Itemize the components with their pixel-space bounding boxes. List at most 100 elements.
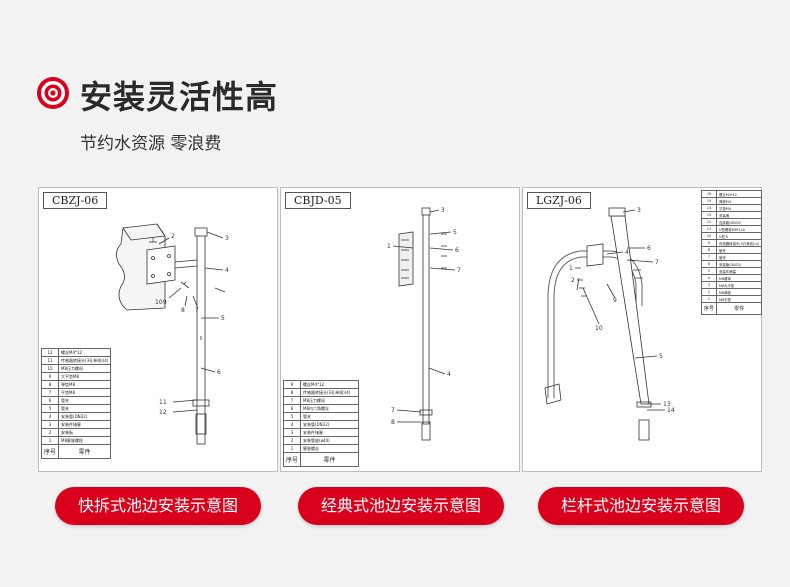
part-number: 5 <box>700 267 718 275</box>
part-name: 安装件堵塞 <box>300 428 359 437</box>
part-number: 13 <box>700 211 718 219</box>
part-name: M8内六角螺丝 <box>300 404 359 413</box>
callout-label: 4 <box>625 249 629 256</box>
header-part: 零件 <box>58 444 112 459</box>
part-name: 大平垫M8 <box>58 372 112 381</box>
part-number: 15 <box>700 197 718 205</box>
part-number: 12 <box>700 218 718 226</box>
part-name: 管夹 <box>716 246 763 254</box>
part-name: 安装管(DN32) <box>716 260 763 268</box>
callout-label: 4 <box>447 371 451 378</box>
part-number: 1 <box>40 436 60 445</box>
part-number: 6 <box>700 260 718 268</box>
part-number: 1 <box>700 295 718 303</box>
callout-label: 4 <box>225 267 229 274</box>
parts-header-row: 序号零件 <box>700 302 763 315</box>
callout-label: 7 <box>391 407 395 414</box>
callout-label: 5 <box>453 229 457 236</box>
header-number: 序号 <box>700 302 718 315</box>
part-name: 螺丝M4*12 <box>716 190 763 198</box>
callout-label: 3 <box>225 235 229 242</box>
part-name: 连接管(DN32) <box>716 218 763 226</box>
part-number: 4 <box>40 412 60 421</box>
caption-button-classic[interactable]: 经典式池边安装示意图 <box>298 487 504 525</box>
callout-label: 1 <box>151 237 155 244</box>
parts-header-row: 序号零件 <box>40 444 112 459</box>
callout-label: 6 <box>455 247 459 254</box>
part-name: M8弹垫 <box>716 288 763 296</box>
part-number: 11 <box>700 225 718 233</box>
callout-label: 9 <box>163 299 167 306</box>
part-name: M8螺母 <box>716 274 763 282</box>
target-icon <box>37 77 69 109</box>
callout-label: 13 <box>663 401 671 408</box>
part-name: 管夹 <box>58 396 112 405</box>
part-name: 螺丝M4*12 <box>300 380 359 389</box>
caption-button-railing[interactable]: 栏杆式池边安装示意图 <box>538 487 744 525</box>
part-name: 安装件堵塞 <box>716 267 763 275</box>
callout-label: 9 <box>613 297 617 304</box>
callout-label: 1 <box>387 243 391 250</box>
part-number: 12 <box>40 348 60 357</box>
part-name: M8压力螺母 <box>58 364 112 373</box>
part-number: 9 <box>40 372 60 381</box>
part-name: 管夹 <box>716 253 763 261</box>
part-number: 2 <box>282 436 302 445</box>
part-name: 安装管(DN32) <box>300 420 359 429</box>
callout-label: 7 <box>195 307 199 314</box>
model-code: LGZJ-06 <box>527 192 591 209</box>
installation-drawing-cbjd: 3 5 6 7 4 7 8 1 <box>387 207 461 441</box>
callout-label: 14 <box>667 407 675 414</box>
callout-label: 3 <box>637 207 641 214</box>
part-number: 3 <box>282 428 302 437</box>
part-name: 安装板 <box>58 428 112 437</box>
part-number: 1 <box>282 444 302 453</box>
caption-button-quick-release[interactable]: 快拆式池边安装示意图 <box>55 487 261 525</box>
callout-label: 6 <box>217 369 221 376</box>
part-number: 5 <box>282 412 302 421</box>
page-subtitle: 节约水资源 零浪费 <box>80 134 222 154</box>
installation-drawing-lgzj: 3 6 7 4 5 13 14 10 1 2 9 <box>544 207 675 441</box>
part-name: 膨胀螺丝 <box>300 444 359 453</box>
part-name: U型螺栓M8*120 <box>716 225 763 233</box>
callout-label: 2 <box>171 233 175 240</box>
page-title: 安装灵活性高 <box>80 78 279 116</box>
part-name: 平垫M4 <box>716 204 763 212</box>
part-name: M8压力螺母 <box>300 396 359 405</box>
model-code: CBJD-05 <box>285 192 351 209</box>
part-number: 10 <box>700 232 718 240</box>
part-name: 弹垫M4 <box>716 197 763 205</box>
callout-label: 10 <box>595 325 603 332</box>
callout-label: 12 <box>159 409 167 416</box>
callout-label: 2 <box>571 277 575 284</box>
part-number: 3 <box>40 420 60 429</box>
part-name: 传感器转接头(3孔单线)(4) <box>58 356 112 365</box>
